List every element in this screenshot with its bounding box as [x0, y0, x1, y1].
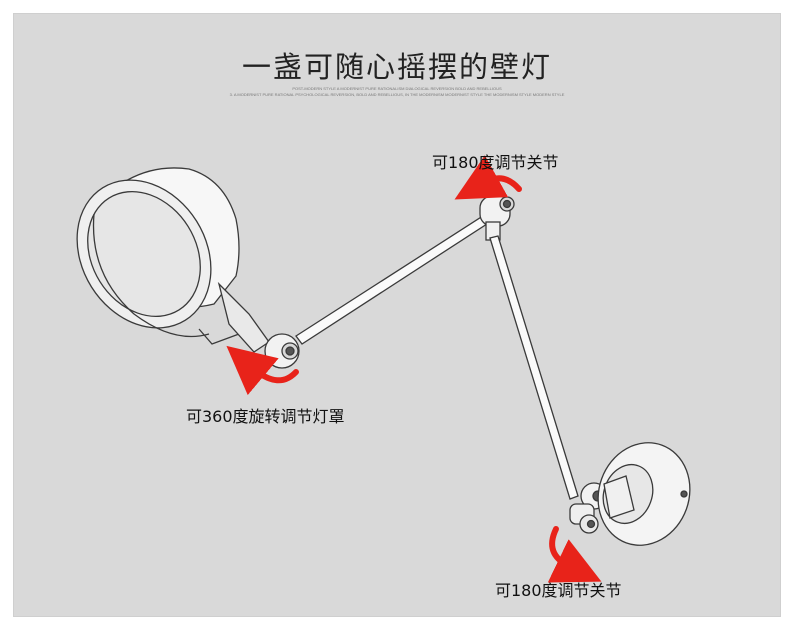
- shade-joint: [265, 334, 299, 368]
- base-joint-label: 可180度调节关节: [495, 577, 622, 601]
- rotation-arrow-icon: [552, 529, 569, 566]
- shade-rotation-label: 可360度旋转调节灯罩: [186, 403, 345, 427]
- rotation-arrow-icon: [254, 369, 296, 380]
- rotation-arrow-icon: [486, 178, 519, 189]
- wall-mount: [584, 430, 704, 559]
- wall-lamp-illustration: [14, 14, 781, 617]
- product-panel: 一盏可随心摇摆的壁灯 POST-MODERN STYLE A MODERNIST…: [13, 13, 781, 617]
- top-joint-label: 可180度调节关节: [432, 149, 559, 173]
- upper-arm: [296, 214, 490, 344]
- top-joint: [480, 196, 514, 240]
- lower-arm: [490, 236, 578, 499]
- lamp-shade: [50, 155, 269, 353]
